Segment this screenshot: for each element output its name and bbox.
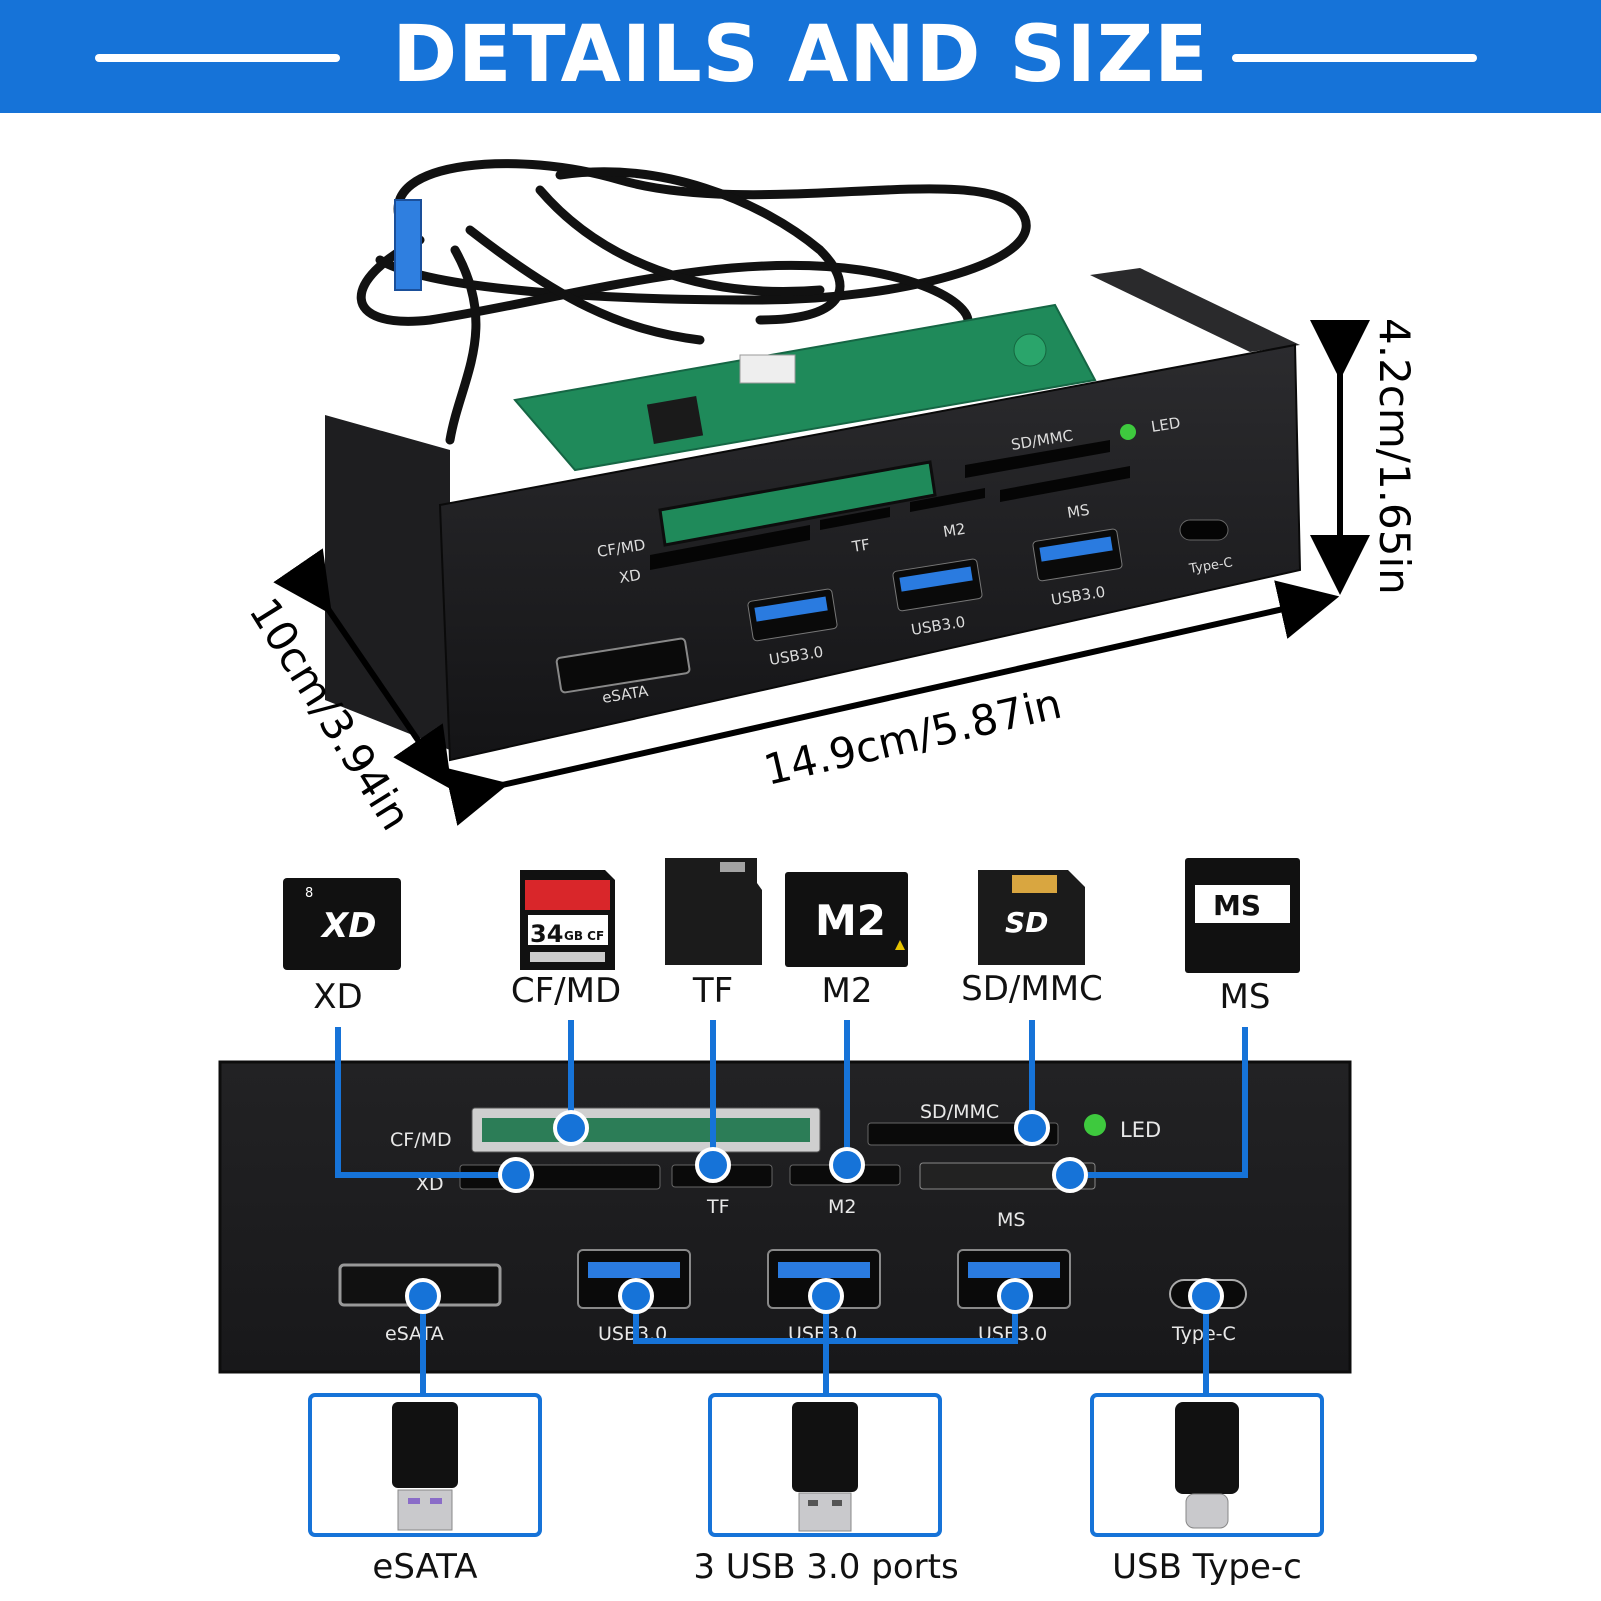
photo-label-m2: M2 [942,520,967,541]
card-name-sd-mmc: SD/MMC [961,969,1103,1009]
svg-text:M2: M2 [815,896,886,945]
svg-text:XD: XD [320,906,376,946]
fan-connector [739,354,796,384]
header-banner: DETAILS AND SIZE [0,0,1601,113]
dimension-arrows [273,320,1370,826]
page-title: DETAILS AND SIZE [392,10,1209,100]
panel-label-tf: TF [706,1196,730,1218]
width-dimension-label: 14.9cm/5.87in [759,679,1066,795]
svg-text:MS: MS [1213,889,1261,922]
photo-tf-slot [820,507,890,530]
callout-dots [405,1110,1224,1314]
card-name-ms: MS [1220,977,1271,1017]
usb-header-connector [394,199,422,291]
svg-text:8: 8 [305,886,313,901]
connector-caption-usb: 3 USB 3.0 ports [693,1547,958,1587]
tf-card-icon [665,858,762,965]
card-icons: 8 XD 34 GB CF M2 SD [283,858,1300,973]
card-name-tf: TF [692,971,733,1011]
banner-left-line [95,54,340,62]
sd-card-icon: SD [978,870,1085,965]
panel-led-indicator [1084,1114,1106,1136]
cf-card-icon: 34 GB CF [520,870,615,970]
cable-bundle [356,159,1031,445]
photo-ms-slot [1000,466,1130,502]
photo-m2-slot [910,488,985,512]
card-name-xd: XD [313,977,362,1017]
front-panel-diagram: CF/MD XD TF M2 SD/MMC MS LED eSATA USB3.… [218,1060,1352,1374]
connector-boxes [308,1393,1324,1537]
panel-label-esata: eSATA [385,1323,444,1345]
photo-label-ms: MS [1066,501,1091,522]
usb-cable-box [708,1393,942,1537]
photo-cf-slot [658,460,937,547]
xd-card-icon: 8 XD [283,878,401,970]
svg-text:SD: SD [1005,906,1048,939]
panel-label-sd-mmc: SD/MMC [920,1101,999,1123]
photo-label-led: LED [1150,414,1182,436]
svg-text:34: 34 [530,920,563,948]
banner-right-line [1232,54,1477,62]
photo-xd-slot [650,525,810,570]
side-bracket-right [1090,268,1300,352]
depth-arrow [273,548,452,790]
ms-card-icon: MS [1185,858,1300,973]
typec-cable-box [1090,1393,1324,1537]
panel-label-led: LED [1120,1118,1161,1142]
photo-label-type-c: Type-C [1187,555,1233,577]
connector-caption-typec: USB Type-c [1112,1547,1302,1587]
pcb-sticker [1013,333,1047,367]
product-photo: CF/MD XD TF M2 SD/MMC MS LED Type-C USB3… [325,159,1302,762]
photo-sd-slot [965,440,1110,478]
photo-typec-port [1179,519,1229,541]
panel-label-cf-md: CF/MD [390,1129,452,1151]
esata-cable-box [308,1393,542,1537]
card-name-cf-md: CF/MD [511,971,621,1011]
width-arrow [444,580,1340,826]
panel-label-ms: MS [997,1209,1025,1231]
panel-label-m2: M2 [828,1196,856,1218]
connector-caption-esata: eSATA [372,1547,477,1587]
svg-text:GB CF: GB CF [564,929,604,943]
photo-label-xd: XD [618,566,642,587]
panel-label-xd: XD [416,1173,444,1195]
height-dimension-label: 4.2cm/1.65in [1370,318,1419,595]
photo-label-tf: TF [850,535,871,556]
photo-led [1120,424,1136,440]
controller-chip [646,395,704,445]
m2-card-icon: M2 [785,872,908,967]
card-name-m2: M2 [822,971,873,1011]
